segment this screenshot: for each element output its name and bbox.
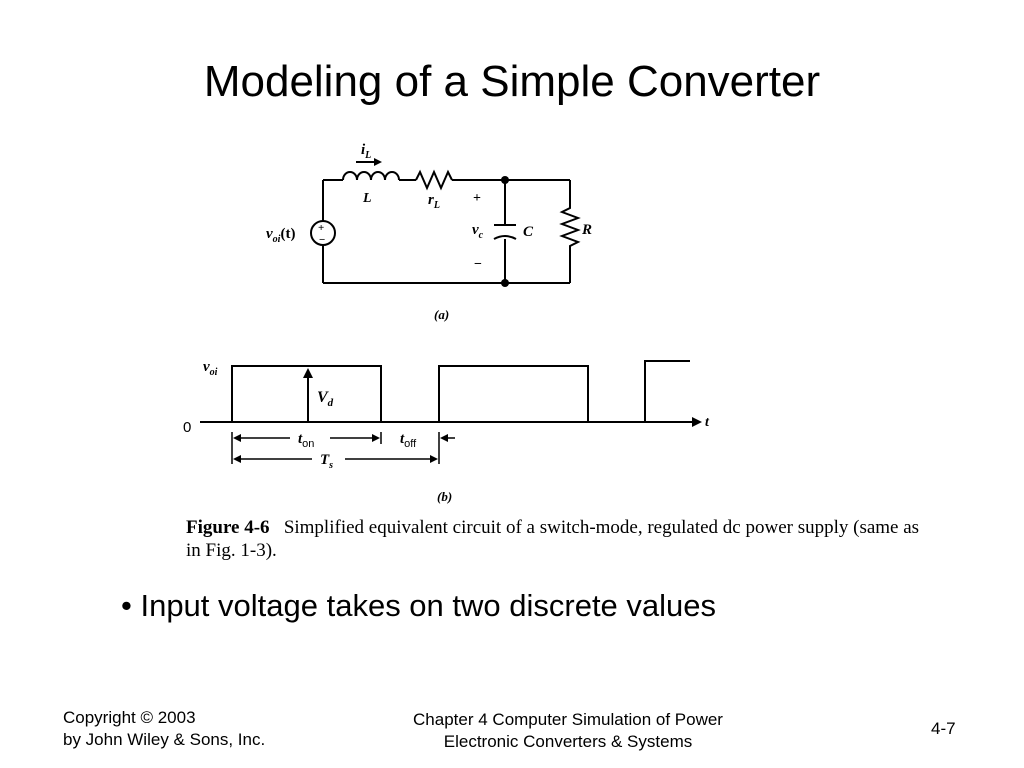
chapter-line-1: Chapter 4 Computer Simulation of Power <box>413 710 723 729</box>
ton-left-arrowhead-icon <box>233 434 241 442</box>
bullet-point: • Input voltage takes on two discrete va… <box>121 588 717 623</box>
cap-plus: + <box>473 191 481 206</box>
load-resistor-icon <box>559 180 581 283</box>
waveform-x-label: t <box>705 415 710 430</box>
time-axis-arrowhead-icon <box>692 417 702 427</box>
amplitude-label: Vd <box>317 389 334 409</box>
dimension-ticks <box>231 432 440 464</box>
cap-minus: − <box>474 257 482 272</box>
waveform-plot <box>200 360 696 464</box>
circuit-diagram <box>310 161 581 284</box>
vd-arrowhead-icon <box>303 368 313 378</box>
junction-dot-bottom <box>501 279 509 287</box>
junction-dot-top <box>501 176 509 184</box>
footer-chapter: Chapter 4 Computer Simulation of Power E… <box>372 709 764 753</box>
ts-right-arrowhead-icon <box>430 455 438 463</box>
zero-label: 0 <box>183 419 191 436</box>
inductor-label: L <box>362 191 372 206</box>
capacitor-label: C <box>523 224 534 240</box>
caption-label: Figure 4-6 <box>186 517 270 538</box>
copyright-line-2: by John Wiley & Sons, Inc. <box>63 730 266 749</box>
source-minus: − <box>319 234 325 246</box>
current-label: iL <box>361 142 371 161</box>
circuit-sublabel: (a) <box>434 307 449 322</box>
current-arrowhead-icon <box>374 158 382 166</box>
toff-label: toff <box>400 431 417 450</box>
chapter-line-2: Electronic Converters & Systems <box>443 732 693 751</box>
period-label: Ts <box>320 452 333 471</box>
cap-voltage-label: vc <box>472 222 484 241</box>
toff-arrowhead-icon <box>440 434 448 442</box>
copyright-line-1: Copyright © 2003 <box>63 708 196 727</box>
ton-right-arrowhead-icon <box>372 434 380 442</box>
waveform-sublabel: (b) <box>437 489 452 504</box>
figure-caption: Figure 4-6 Simplified equivalent circuit… <box>186 516 926 562</box>
resistor-rl-label: rL <box>428 192 440 211</box>
caption-text: Simplified equivalent circuit of a switc… <box>186 517 920 561</box>
slide-title: Modeling of a Simple Converter <box>203 57 821 106</box>
footer-copyright: Copyright © 2003 by John Wiley & Sons, I… <box>63 707 265 751</box>
source-label: voi(t) <box>266 226 295 245</box>
waveform-y-label: voi <box>203 359 218 378</box>
voi-waveform <box>231 360 690 423</box>
load-label: R <box>581 222 592 238</box>
ts-left-arrowhead-icon <box>233 455 241 463</box>
voltage-source-icon <box>310 220 336 246</box>
inductor-icon <box>342 171 400 181</box>
ton-label: ton <box>298 431 314 450</box>
capacitor-icon <box>493 224 517 240</box>
source-plus: + <box>318 222 324 234</box>
resistor-rl-icon <box>415 169 453 191</box>
page-number: 4-7 <box>931 719 956 738</box>
